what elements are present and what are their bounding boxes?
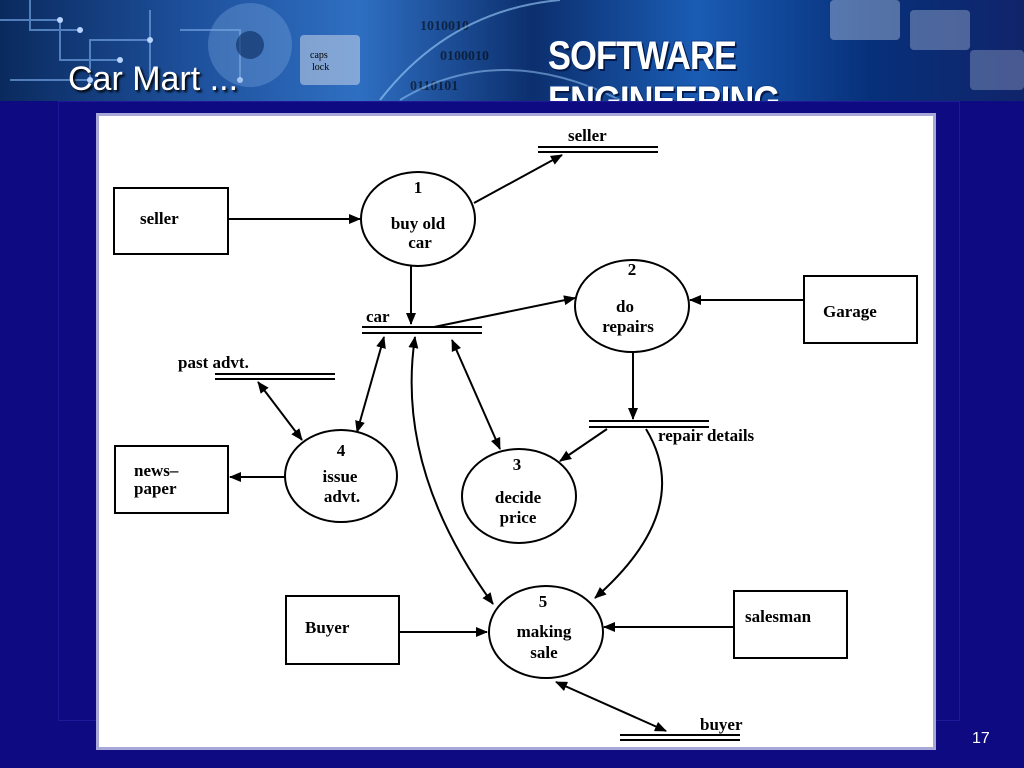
external-buyer: Buyer <box>285 595 400 665</box>
external-seller-label: seller <box>140 209 179 228</box>
external-garage-label: Garage <box>823 302 877 321</box>
store-past-advt: past advt. <box>178 353 335 380</box>
flow-car-p5-bidirectional <box>408 336 494 605</box>
process-issue-advt: 4 issue advt. <box>284 429 398 523</box>
store-past-advt-label: past advt. <box>178 353 249 372</box>
process-1-number: 1 <box>414 178 423 197</box>
process-2-number: 2 <box>628 260 637 279</box>
process-4-label-1: issue <box>323 467 358 486</box>
process-decide-price: 3 decide price <box>461 448 577 544</box>
process-1-label-2: car <box>408 233 432 252</box>
process-1-label-1: buy old <box>391 214 446 233</box>
store-repair-details-label: repair details <box>658 426 755 445</box>
store-car: car <box>362 307 482 334</box>
flow-car-p3-bidirectional <box>451 339 501 450</box>
circuit-board-graphic: caps lock 1010010 0100010 0110101 <box>0 0 1024 101</box>
process-making-sale: 5 making sale <box>488 585 604 679</box>
store-buyer: buyer <box>620 715 743 741</box>
process-5-number: 5 <box>539 592 548 611</box>
svg-text:lock: lock <box>312 62 329 73</box>
process-3-label-1: decide <box>495 488 542 507</box>
store-car-label: car <box>366 307 390 326</box>
process-3-number: 3 <box>513 455 522 474</box>
external-seller: seller <box>113 187 229 255</box>
external-garage: Garage <box>803 275 918 344</box>
svg-text:caps: caps <box>310 50 328 61</box>
flow-car-p4-bidirectional <box>355 336 386 433</box>
external-buyer-label: Buyer <box>305 618 350 637</box>
page-number: 17 <box>972 730 990 747</box>
svg-text:1010010: 1010010 <box>420 19 469 34</box>
external-newspaper-label-2: paper <box>134 479 177 498</box>
svg-text:0100010: 0100010 <box>440 49 489 64</box>
flow-p1-to-seller-store <box>473 154 563 204</box>
process-3-label-2: price <box>500 508 537 527</box>
process-2-label-2: repairs <box>602 317 654 336</box>
process-5-label-1: making <box>517 622 572 641</box>
header-banner: caps lock 1010010 0100010 0110101 SOFTWA… <box>0 0 1024 101</box>
banner-title: SOFTWARE ENGINEERING <box>548 34 780 101</box>
flow-past-advt-p4-bidirectional <box>257 381 303 441</box>
process-buy-old-car: 1 buy old car <box>360 171 476 267</box>
external-salesman: salesman <box>733 590 848 659</box>
slide-title: Car Mart ... <box>68 60 239 98</box>
process-2-label-1: do <box>616 297 634 316</box>
process-do-repairs: 2 do repairs <box>574 259 690 353</box>
process-4-label-2: advt. <box>324 487 360 506</box>
store-seller: seller <box>538 126 658 153</box>
external-newspaper: news– paper <box>114 445 229 514</box>
svg-text:0110101: 0110101 <box>410 79 458 94</box>
flow-p5-buyer-store-bidirectional <box>555 681 667 732</box>
process-4-number: 4 <box>337 441 346 460</box>
process-5-label-2: sale <box>530 643 558 662</box>
data-flow-diagram: seller Garage news– paper Buyer salesman… <box>96 113 936 750</box>
flow-car-to-p2 <box>433 295 576 328</box>
store-seller-label: seller <box>568 126 607 145</box>
external-newspaper-label-1: news– <box>134 461 179 480</box>
store-repair-details: repair details <box>589 420 755 445</box>
flow-repair-details-to-p5 <box>594 428 664 599</box>
store-buyer-label: buyer <box>700 715 743 734</box>
external-salesman-label: salesman <box>745 607 812 626</box>
flow-repair-details-to-p3 <box>559 428 608 462</box>
